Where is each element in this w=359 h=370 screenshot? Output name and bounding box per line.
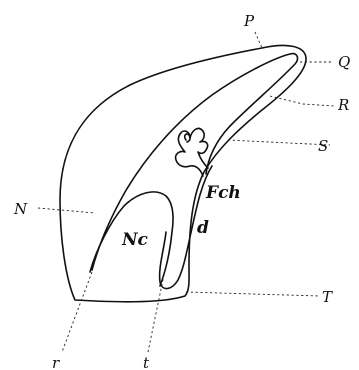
label-S: S [318,137,328,155]
label-t: t [143,354,150,370]
leader-r [62,272,92,352]
label-P: P [243,12,255,30]
label-r: r [52,354,60,370]
label-Q: Q [338,53,350,71]
label-N: N [13,200,28,218]
fch-gland-structure [176,128,208,176]
leader-N [38,208,95,213]
leader-t [148,270,165,352]
label-Fch: Fch [205,183,241,203]
leader-S [228,140,330,145]
label-T: T [322,288,333,306]
leader-R [270,96,335,106]
leader-P [255,32,262,48]
label-d: d [197,218,209,238]
label-R: R [337,96,349,114]
leader-T [186,292,320,296]
label-Nc: Nc [121,230,149,250]
